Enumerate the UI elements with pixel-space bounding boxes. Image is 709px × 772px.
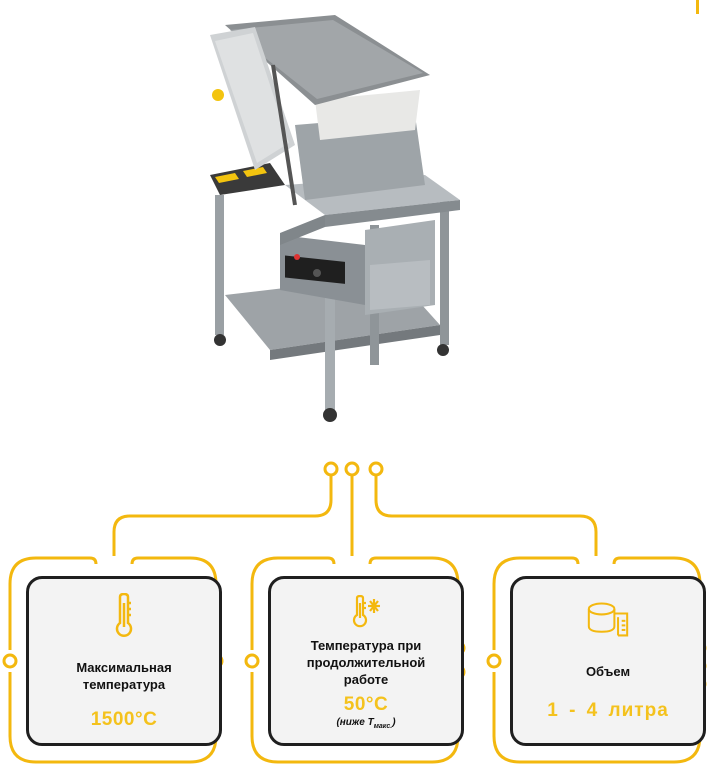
lab-furnace-image — [210, 15, 460, 422]
card-value: 1 - 4 литра — [547, 700, 669, 721]
card-value: 1500°C — [90, 709, 158, 730]
volume-card: Объем 1 - 4 литра — [510, 576, 706, 746]
card-value: 50°C — [343, 694, 389, 715]
connector-lines — [2, 461, 707, 764]
card-note: (ниже Tмакс.) — [336, 717, 396, 730]
accent-bar — [696, 0, 699, 14]
continuous-temperature-card: Температура при продолжительной работе 5… — [268, 576, 464, 746]
thermometer-cold-icon — [345, 595, 387, 629]
card-title: Максимальная температура — [76, 660, 172, 692]
card-title: Температура при продолжительной работе — [306, 638, 426, 687]
max-temperature-card: Максимальная температура 1500°C — [26, 576, 222, 746]
thermometer-icon — [103, 593, 145, 637]
tape-measure-icon — [587, 599, 629, 639]
card-title: Объем — [585, 664, 631, 679]
